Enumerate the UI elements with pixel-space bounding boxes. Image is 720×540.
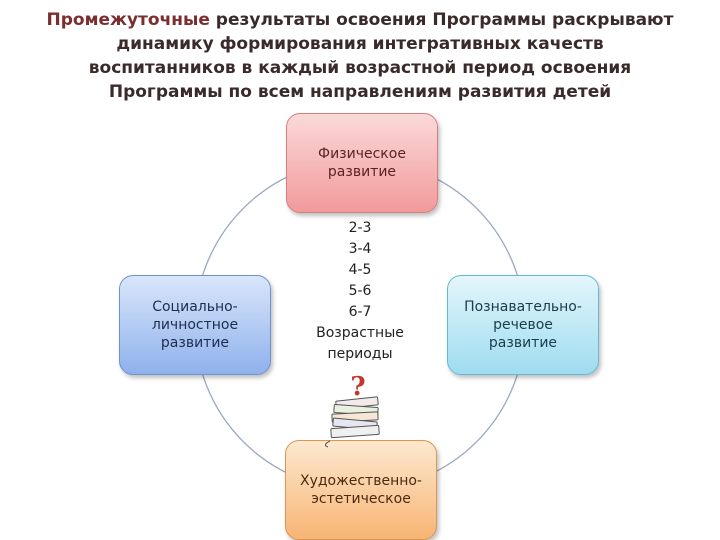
slide-title: Промежуточные результаты освоения Програ… [40,8,680,104]
cognitive-speech-node: Познавательно- речевое развитие [447,275,599,375]
age-periods-label: Возрастные периоды [316,325,404,362]
social-personal-label: Социально- личностное развитие [151,299,239,351]
question-mark-icon: ? [350,373,365,402]
artistic-aesthetic-label: Художественно- эстетическое [300,473,422,507]
books-question-icon: ? [324,373,380,448]
age-2-3: 2-3 [348,220,372,236]
title-accent: Промежуточные [46,10,210,30]
age-periods: 2-3 3-4 4-5 5-6 6-7 Возрастные периоды [300,218,420,365]
social-personal-node: Социально- личностное развитие [119,275,271,375]
age-5-6: 5-6 [348,283,372,299]
physical-development-node: Физическое развитие [286,113,438,213]
age-6-7: 6-7 [348,304,372,320]
age-4-5: 4-5 [348,262,372,278]
age-3-4: 3-4 [348,241,372,257]
artistic-aesthetic-node: Художественно- эстетическое [285,440,437,540]
title-rest: результаты освоения Программы раскрывают… [88,10,674,102]
physical-development-label: Физическое развитие [318,146,406,180]
cognitive-speech-label: Познавательно- речевое развитие [464,299,582,351]
